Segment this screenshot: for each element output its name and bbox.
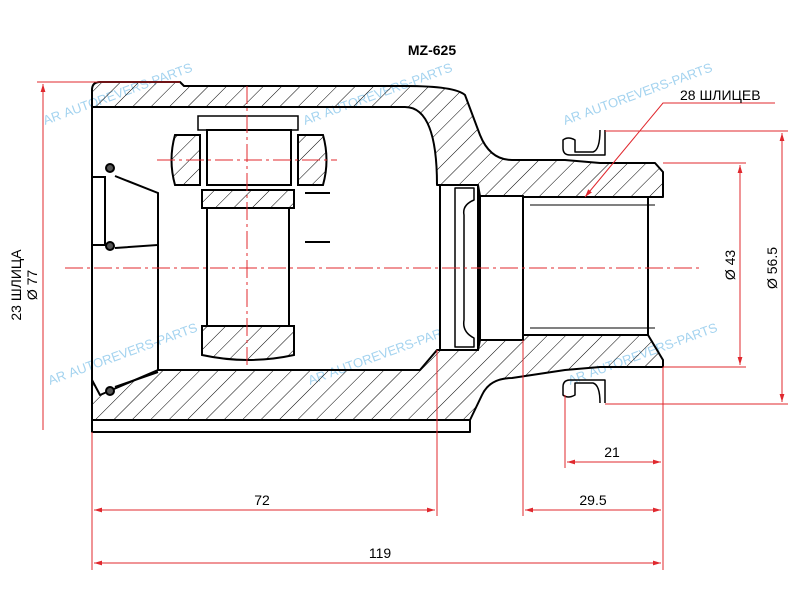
- bore-diameter-label: Ø 43: [722, 250, 738, 281]
- dim-21-label: 21: [604, 444, 620, 460]
- roller-cap: [197, 115, 299, 131]
- watermark-logo: AR: [301, 108, 323, 128]
- spline-leader-line: [584, 102, 775, 198]
- tripod-assembly: [92, 115, 330, 396]
- housing-bottom-band: [91, 419, 471, 433]
- watermark-logo: AR: [41, 108, 63, 128]
- dust-shield-bottom: [562, 379, 606, 404]
- end-cap: [454, 187, 475, 348]
- oring-bottom: [105, 241, 115, 251]
- center-lines: [65, 86, 700, 365]
- trunnion-body: [206, 207, 290, 327]
- outer-splines-note: 28 ШЛИЦЕВ: [680, 87, 761, 103]
- roller-left: [170, 134, 201, 186]
- trunnion-bottom: [201, 325, 295, 361]
- inner-diameter-label: Ø 77: [24, 270, 40, 301]
- oring-lower: [105, 386, 115, 396]
- boot-cone: [114, 175, 159, 249]
- watermark-logo: AR: [46, 368, 68, 388]
- dim-72-label: 72: [254, 492, 270, 508]
- part-number-title: MZ-625: [408, 42, 456, 58]
- dimensions: [37, 81, 788, 570]
- trunnion-top: [201, 189, 295, 209]
- boot-flange: [92, 176, 106, 246]
- dim-29-5-label: 29.5: [579, 492, 606, 508]
- dim-119-label: 119: [369, 545, 392, 561]
- dust-shield-top: [562, 129, 606, 156]
- boot-lower-line: [114, 371, 159, 388]
- housing-section: [91, 81, 664, 433]
- oring-top: [105, 163, 115, 173]
- seal-diameter-label: Ø 56.5: [764, 247, 780, 289]
- inner-splines-note: 23 ШЛИЦА: [8, 249, 24, 321]
- spline-bore: [522, 196, 649, 336]
- watermark-logo: AR: [561, 108, 583, 128]
- needle-bearing: [206, 129, 292, 186]
